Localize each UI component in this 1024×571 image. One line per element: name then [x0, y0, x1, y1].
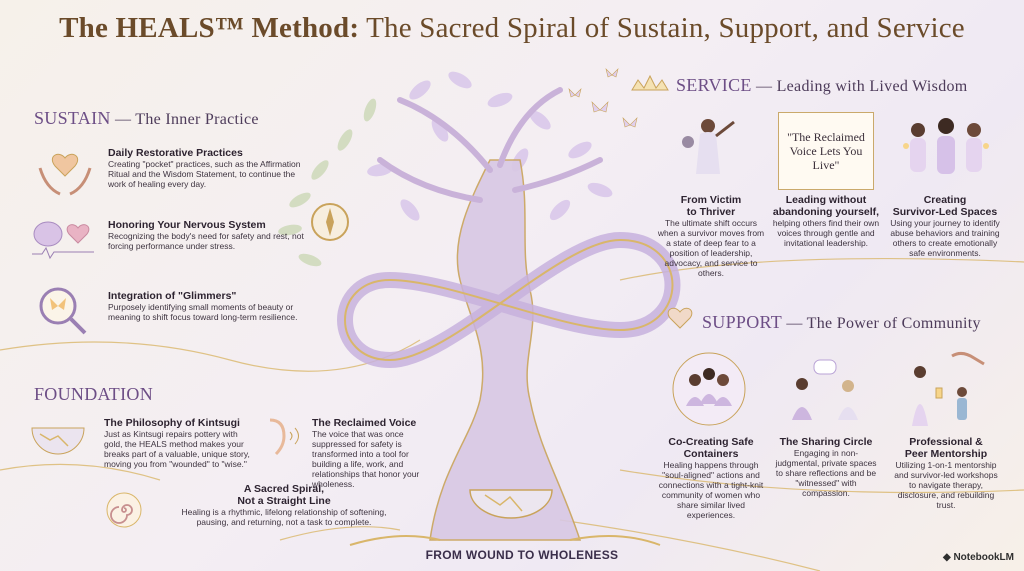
service-header: SERVICE — Leading with Lived Wisdom	[676, 75, 968, 96]
service-item-3: Creating Survivor-Led Spaces Using your …	[890, 194, 1000, 258]
title-main: The HEALS™ Method:	[59, 12, 360, 44]
foundation-kintsugi: The Philosophy of Kintsugi Just as Kints…	[104, 417, 254, 469]
sustain-subtitle: — The Inner Practice	[110, 111, 259, 128]
brand-mark: ◆ NotebookLM	[943, 552, 1014, 563]
title-rest: The Sacred Spiral of Sustain, Support, a…	[359, 12, 965, 44]
sustain-item-1-title: Daily Restorative Practices	[108, 147, 243, 159]
sustain-item-1-desc: Creating "pocket" practices, such as the…	[108, 159, 301, 189]
sustain-item-2-desc: Recognizing the body's need for safety a…	[108, 231, 304, 251]
support-item-1-title-1: Co-Creating Safe	[668, 436, 754, 448]
voice-desc: The voice that was once suppressed for s…	[312, 429, 420, 489]
thriver-figure-icon	[670, 112, 748, 186]
support-item-1-title-2: Containers	[683, 448, 739, 460]
spiral-title-2: Not a Straight Line	[237, 495, 331, 507]
support-item-3-desc: Utilizing 1-on-1 mentorship and survivor…	[894, 460, 998, 510]
spiral-icon	[104, 490, 144, 530]
service-item-2: Leading without abandoning yourself, hel…	[770, 194, 882, 248]
footer-tagline: FROM WOUND TO WHOLENESS	[425, 548, 619, 562]
spiral-desc: Healing is a rhythmic, lifelong relation…	[181, 507, 387, 527]
brain-heart-icon	[28, 214, 100, 262]
sustain-item-3-title: Integration of "Glimmers"	[108, 290, 237, 302]
sustain-header: SUSTAIN — The Inner Practice	[34, 108, 259, 129]
service-item-3-title-1: Creating	[923, 194, 967, 206]
brand-name: NotebookLM	[953, 552, 1014, 563]
foundation-voice: The Reclaimed Voice The voice that was o…	[312, 417, 430, 489]
service-item-3-desc: Using your journey to identify abuse beh…	[890, 218, 1000, 258]
service-item-1: From Victim to Thriver The ultimate shif…	[656, 194, 766, 278]
magnifier-butterfly-icon	[34, 282, 94, 338]
sharing-circle-icon	[784, 354, 868, 424]
hands-heart-icon	[32, 138, 98, 198]
mentorship-icon	[900, 348, 1000, 428]
sustain-item-2-title: Honoring Your Nervous System	[108, 219, 266, 231]
service-item-1-desc: The ultimate shift occurs when a survivo…	[657, 218, 765, 278]
service-title: SERVICE	[676, 75, 752, 95]
circle-women-icon	[670, 350, 748, 428]
page-title: The HEALS™ Method: The Sacred Spiral of …	[0, 12, 1024, 45]
sustain-title: SUSTAIN	[34, 108, 111, 128]
support-item-1: Co-Creating Safe Containers Healing happ…	[654, 436, 768, 520]
service-item-2-title-2: abandoning yourself,	[772, 206, 880, 218]
service-item-1-title-2: to Thriver	[686, 206, 736, 218]
support-item-2: The Sharing Circle Engaging in non-judgm…	[774, 436, 878, 498]
quote-card: "The Reclaimed Voice Lets You Live"	[778, 112, 874, 190]
kintsugi-desc: Just as Kintsugi repairs pottery with go…	[104, 429, 250, 469]
service-item-3-title-2: Survivor-Led Spaces	[892, 206, 998, 218]
voice-title: The Reclaimed Voice	[312, 417, 417, 429]
support-item-2-title-1: The Sharing Circle	[779, 436, 873, 448]
support-header: SUPPORT — The Power of Community	[702, 312, 981, 333]
sustain-item-2: Honoring Your Nervous System Recognizing…	[108, 219, 308, 251]
spiral-title-1: A Sacred Spiral,	[243, 483, 325, 495]
service-item-2-desc: helping others find their own voices thr…	[772, 218, 880, 248]
sustain-item-3-desc: Purposely identifying small moments of b…	[108, 302, 298, 322]
service-item-1-title-1: From Victim	[680, 194, 742, 206]
voice-face-icon	[258, 414, 304, 460]
kintsugi-bowl-icon	[28, 420, 88, 460]
support-item-3: Professional & Peer Mentorship Utilizing…	[890, 436, 1002, 510]
support-item-3-title-1: Professional &	[909, 436, 983, 448]
brand-logo-icon: ◆	[942, 552, 954, 563]
foundation-spiral: A Sacred Spiral, Not a Straight Line Hea…	[168, 483, 400, 527]
sustain-item-3: Integration of "Glimmers" Purposely iden…	[108, 290, 308, 322]
kintsugi-title: The Philosophy of Kintsugi	[104, 417, 240, 429]
foundation-header: FOUNDATION	[34, 384, 153, 404]
support-item-2-desc: Engaging in non-judgmental, private spac…	[775, 448, 877, 498]
sustain-item-1: Daily Restorative Practices Creating "po…	[108, 147, 308, 189]
group-women-icon	[896, 112, 996, 186]
support-subtitle: — The Power of Community	[782, 315, 981, 332]
support-item-3-title-2: Peer Mentorship	[904, 448, 988, 460]
support-item-1-desc: Healing happens through "soul-aligned" a…	[658, 460, 764, 520]
service-subtitle: — Leading with Lived Wisdom	[751, 78, 968, 95]
support-title: SUPPORT	[702, 312, 783, 332]
service-item-2-title-1: Leading without	[785, 194, 867, 206]
